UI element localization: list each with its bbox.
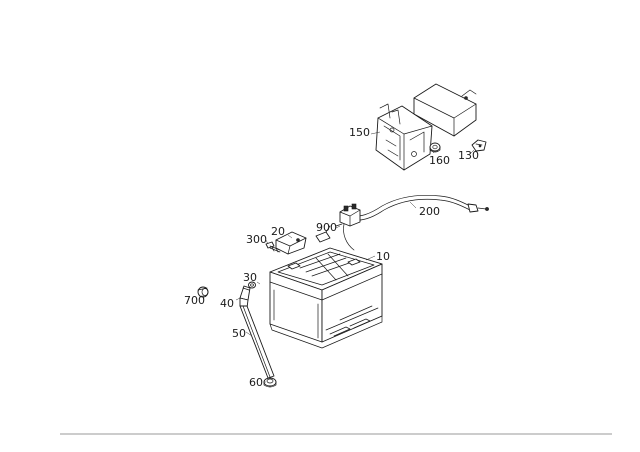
- label-300: 300: [246, 233, 267, 246]
- label-200: 200: [419, 205, 440, 218]
- part-130-clip[interactable]: [471, 139, 487, 152]
- label-50: 50: [232, 327, 246, 340]
- part-10-battery[interactable]: [269, 247, 383, 349]
- part-900-connector: [315, 225, 331, 243]
- label-900: 900: [316, 221, 337, 234]
- part-150-battery-tray[interactable]: [375, 83, 477, 171]
- part-50-vent-hose[interactable]: [239, 305, 275, 379]
- label-40: 40: [220, 297, 234, 310]
- part-200-battery-cable[interactable]: [343, 194, 489, 251]
- part-160-grommet[interactable]: [429, 142, 441, 153]
- part-30-vent-plug[interactable]: [248, 281, 256, 289]
- leader-lines: [201, 131, 475, 383]
- label-160: 160: [429, 154, 450, 167]
- part-300-bolt[interactable]: [265, 241, 281, 253]
- label-130: 130: [458, 149, 479, 162]
- part-20-terminal-cover[interactable]: [275, 231, 307, 255]
- part-60-hose-grommet[interactable]: [263, 377, 277, 388]
- part-900-terminal-clamp[interactable]: [335, 203, 361, 227]
- label-10: 10: [376, 250, 390, 263]
- label-20: 20: [271, 225, 285, 238]
- label-700: 700: [184, 294, 205, 307]
- part-40-elbow-fitting[interactable]: [239, 285, 251, 309]
- label-60: 60: [249, 376, 263, 389]
- part-700-cap[interactable]: [197, 286, 209, 298]
- label-30: 30: [243, 271, 257, 284]
- part-number-labels: 150 160 130 200 900 20 300 10 30 700 40 …: [184, 126, 479, 389]
- label-150: 150: [349, 126, 370, 139]
